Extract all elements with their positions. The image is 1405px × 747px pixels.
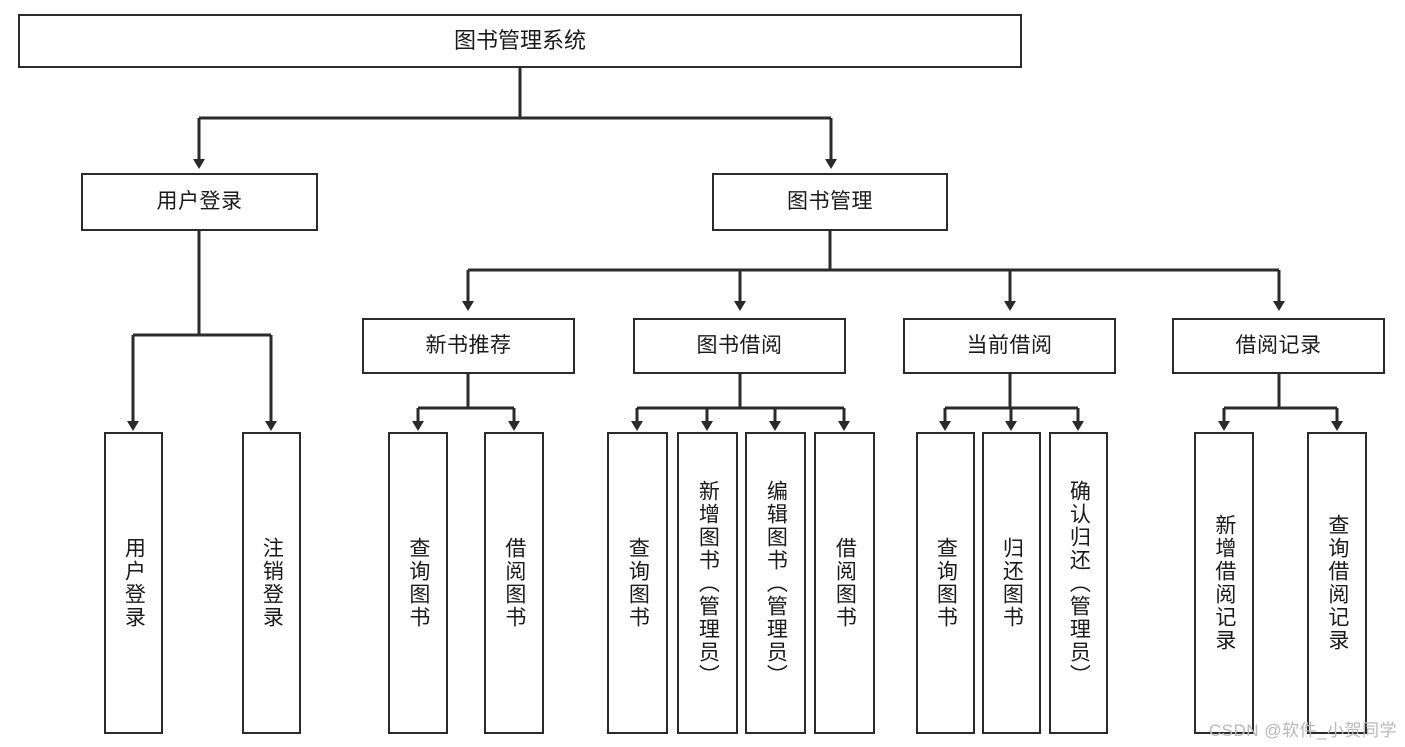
leaf-current-query-book[interactable]: 查询图书 bbox=[916, 432, 975, 734]
leaf-user-login-logout[interactable]: 注销登录 bbox=[242, 432, 301, 734]
leaf-label: 查询图书 bbox=[626, 537, 650, 629]
leaf-label: 新增图书（管理员） bbox=[696, 479, 720, 687]
leaf-label: 新增借阅记录 bbox=[1212, 514, 1236, 652]
leaf-label: 注销登录 bbox=[260, 537, 284, 629]
node-current-borrow[interactable]: 当前借阅 bbox=[903, 318, 1116, 374]
leaf-label: 借阅图书 bbox=[833, 537, 857, 629]
leaf-label: 确认归还（管理员） bbox=[1067, 479, 1091, 687]
leaf-label: 查询借阅记录 bbox=[1325, 514, 1349, 652]
node-borrow-record[interactable]: 借阅记录 bbox=[1172, 318, 1385, 374]
leaf-current-return-book[interactable]: 归还图书 bbox=[982, 432, 1041, 734]
leaf-new-book-query[interactable]: 查询图书 bbox=[388, 432, 448, 734]
node-user-login[interactable]: 用户登录 bbox=[81, 173, 318, 231]
leaf-label: 查询图书 bbox=[406, 537, 430, 629]
leaf-label: 用户登录 bbox=[122, 537, 146, 629]
node-book-borrow[interactable]: 图书借阅 bbox=[633, 318, 846, 374]
leaf-current-confirm-return-admin[interactable]: 确认归还（管理员） bbox=[1049, 432, 1108, 734]
node-book-management[interactable]: 图书管理 bbox=[712, 173, 948, 231]
leaf-borrow-query-book[interactable]: 查询图书 bbox=[607, 432, 668, 734]
leaf-borrow-add-book-admin[interactable]: 新增图书（管理员） bbox=[677, 432, 738, 734]
leaf-record-add[interactable]: 新增借阅记录 bbox=[1194, 432, 1254, 734]
csdn-watermark: CSDN @软件_小贺同学 bbox=[1208, 721, 1397, 740]
leaf-new-book-borrow[interactable]: 借阅图书 bbox=[484, 432, 544, 734]
leaf-record-query[interactable]: 查询借阅记录 bbox=[1307, 432, 1367, 734]
leaf-label: 编辑图书（管理员） bbox=[764, 479, 788, 687]
leaf-label: 查询图书 bbox=[934, 537, 958, 629]
leaf-user-login-login[interactable]: 用户登录 bbox=[104, 432, 163, 734]
leaf-label: 借阅图书 bbox=[502, 537, 526, 629]
leaf-borrow-borrow-book[interactable]: 借阅图书 bbox=[814, 432, 875, 734]
node-root-system[interactable]: 图书管理系统 bbox=[18, 14, 1022, 68]
leaf-borrow-edit-book-admin[interactable]: 编辑图书（管理员） bbox=[745, 432, 806, 734]
node-new-book-recommend[interactable]: 新书推荐 bbox=[362, 318, 575, 374]
leaf-label: 归还图书 bbox=[1000, 537, 1024, 629]
